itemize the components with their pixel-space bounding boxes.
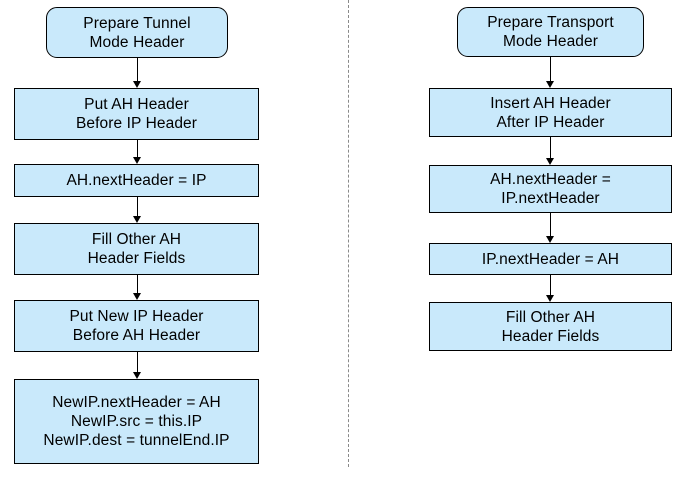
node-transport-step-2[interactable]: AH.nextHeader = IP.nextHeader [429, 165, 672, 213]
node-line: Put New IP Header [69, 308, 204, 325]
node-line: Before AH Header [72, 327, 201, 344]
node-tunnel-start[interactable]: Prepare Tunnel Mode Header [46, 7, 228, 58]
node-line: Fill Other AH [505, 308, 596, 326]
node-line: NewIP.dest = tunnelEnd.IP [43, 432, 230, 449]
node-line: Prepare Tunnel [83, 14, 191, 32]
node-line: NewIP.src = this.IP [70, 413, 203, 430]
node-line: IP.nextHeader [501, 190, 600, 207]
node-transport-start[interactable]: Prepare Transport Mode Header [457, 7, 644, 57]
node-transport-step-3[interactable]: IP.nextHeader = AH [429, 243, 672, 275]
node-line: Mode Header [89, 33, 185, 51]
node-tunnel-step-4[interactable]: Put New IP Header Before AH Header [14, 300, 259, 352]
node-line: AH.nextHeader = IP [66, 172, 207, 189]
node-line: Before IP Header [75, 115, 198, 132]
node-line: Fill Other AH [91, 231, 182, 248]
node-tunnel-step-1[interactable]: Put AH Header Before IP Header [14, 88, 259, 140]
node-line: Insert AH Header [490, 94, 611, 112]
node-line: Header Fields [501, 327, 600, 345]
node-line: AH.nextHeader = [490, 171, 611, 188]
node-line: After IP Header [496, 113, 605, 131]
node-line: Put AH Header [84, 96, 189, 113]
node-tunnel-step-3[interactable]: Fill Other AH Header Fields [14, 223, 259, 275]
node-line: NewIP.nextHeader = AH [52, 394, 221, 411]
node-tunnel-step-2[interactable]: AH.nextHeader = IP [14, 164, 259, 197]
node-line: Mode Header [502, 33, 599, 50]
node-line: Prepare Transport [487, 14, 614, 31]
node-line: IP.nextHeader = AH [481, 250, 620, 268]
node-line: Header Fields [87, 250, 186, 267]
column-divider [348, 0, 349, 467]
node-transport-step-4[interactable]: Fill Other AH Header Fields [429, 302, 672, 351]
node-tunnel-step-5[interactable]: NewIP.nextHeader = AH NewIP.src = this.I… [14, 379, 259, 464]
node-transport-step-1[interactable]: Insert AH Header After IP Header [429, 88, 672, 137]
